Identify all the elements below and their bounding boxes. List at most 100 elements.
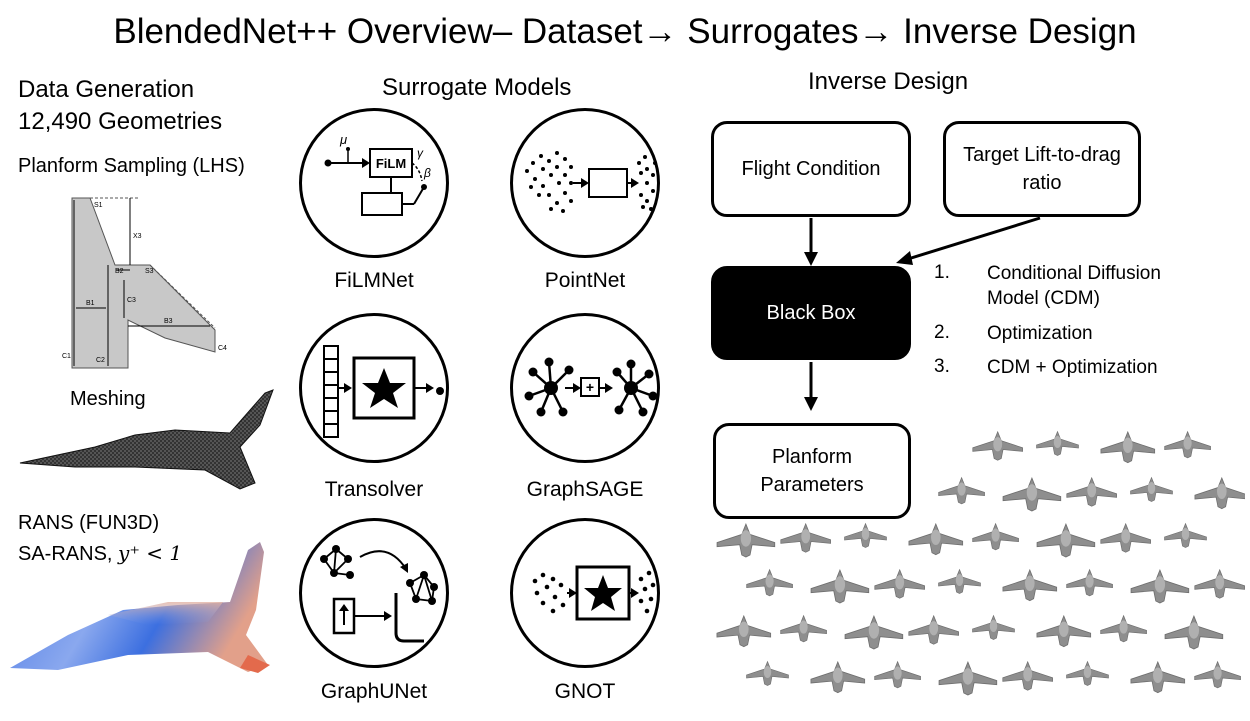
planform-label-b3: B3: [164, 318, 173, 325]
model-label-graphsage: GraphSAGE: [526, 478, 644, 501]
gnot-glyph: [532, 565, 656, 621]
transolver-token-stack: [323, 345, 339, 438]
generated-planform-29: [972, 615, 1015, 640]
generated-planform-39: [1130, 661, 1186, 694]
rans-label: RANS (FUN3D): [18, 512, 160, 534]
generated-planform-22: [1066, 569, 1113, 597]
film-block-label: FiLM: [376, 156, 406, 171]
model-label-pointnet: PointNet: [544, 269, 626, 292]
gnot-input-points: [532, 572, 566, 614]
planform-label-b2: B2: [115, 268, 124, 275]
target-lift-to-drag-box: Target Lift-to-drag ratio: [943, 121, 1141, 217]
generated-planform-36: [938, 661, 998, 696]
generated-planform-16: [1164, 523, 1207, 548]
film-gamma-symbol: γ: [417, 146, 424, 160]
generated-planform-35: [874, 661, 921, 689]
pointnet-input-cloud: [525, 151, 573, 213]
graphsage-glyph: +: [524, 357, 658, 417]
pointnet-diagram: [510, 108, 660, 258]
generated-planform-25: [716, 615, 772, 648]
generated-planform-5: [1002, 477, 1062, 512]
generated-planform-18: [810, 569, 870, 604]
generated-planform-32: [1164, 615, 1224, 650]
method-1-text: Conditional Diffusion Model (CDM): [987, 263, 1161, 309]
generated-planform-4: [938, 477, 985, 505]
generated-planform-12: [908, 523, 964, 556]
planform-sketch: S1 X3 B2 S3 B1 C3 B3 C4 C1 C2: [62, 197, 227, 369]
black-box: Black Box: [711, 266, 911, 360]
meshed-aircraft-image: [19, 389, 274, 490]
planform-label-x3: X3: [133, 233, 142, 240]
film-mu-symbol: μ: [339, 132, 347, 147]
generated-planform-34: [810, 661, 866, 694]
rans-field-aircraft-image: [10, 542, 270, 673]
model-label-transolver: Transolver: [324, 478, 424, 501]
graphunet-diagram: [299, 518, 449, 668]
transolver-diagram: [299, 313, 449, 463]
generated-planform-27: [844, 615, 904, 650]
model-label-graphunet: GraphUNet: [320, 680, 428, 703]
planform-parameters-box: Planform Parameters: [713, 423, 911, 519]
generated-planform-20: [938, 569, 981, 594]
y-plus-condition: y⁺ < 1: [118, 541, 183, 565]
arrow-blackbox-to-planform: [804, 397, 818, 411]
generated-planform-30: [1036, 615, 1092, 648]
model-label-filmnet: FiLMNet: [334, 269, 414, 292]
generated-planform-19: [874, 569, 926, 599]
planform-sampling-label: Planform Sampling (LHS): [18, 155, 245, 177]
inverse-design-heading: Inverse Design: [808, 68, 969, 95]
sa-rans-prefix: SA-RANS,: [18, 543, 119, 565]
generated-planform-28: [908, 615, 960, 645]
filmnet-glyph: μ FiLM γ β: [324, 132, 431, 216]
meshing-label: Meshing: [70, 388, 146, 410]
surrogate-models-heading: Surrogate Models: [382, 74, 572, 101]
generated-planform-9: [716, 523, 776, 558]
generated-planform-10: [780, 523, 832, 553]
geometry-count: 12,490 Geometries: [18, 108, 223, 135]
planform-label-s1: S1: [94, 202, 103, 209]
generated-planform-23: [1130, 569, 1190, 604]
data-generation-heading: Data Generation: [18, 76, 195, 103]
star-icon: [362, 368, 406, 408]
film-beta-symbol: β: [423, 166, 431, 180]
generated-planform-38: [1066, 661, 1109, 686]
sa-rans-label: SA-RANS, y⁺ < 1: [18, 541, 182, 566]
generated-planform-1: [1036, 431, 1079, 456]
generated-planform-40: [1194, 661, 1241, 689]
method-1-number: 1.: [934, 262, 950, 283]
generated-planform-13: [972, 523, 1019, 551]
generated-planform-11: [844, 523, 887, 548]
generated-planform-37: [1002, 661, 1054, 691]
svg-text:+: +: [586, 379, 594, 395]
planform-label-c4: C4: [218, 345, 227, 352]
generated-planform-3: [1164, 431, 1211, 459]
planform-label-c3: C3: [127, 297, 136, 304]
graphsage-diagram: +: [510, 313, 660, 463]
generated-planform-2: [1100, 431, 1156, 464]
arrow-target-to-blackbox: [896, 251, 913, 265]
pointnet-output-cloud: [637, 155, 657, 211]
graphunet-glyph: [320, 545, 438, 643]
method-3-number: 3.: [934, 356, 950, 377]
flow-arrows: [804, 216, 1041, 411]
generated-planform-26: [780, 615, 827, 643]
generated-planform-24: [1194, 569, 1245, 599]
arrow-flight-to-blackbox: [804, 252, 818, 266]
generated-designs-grid: [716, 431, 1245, 696]
generated-planform-33: [746, 661, 789, 686]
planform-label-b1: B1: [86, 300, 95, 307]
generated-planform-15: [1100, 523, 1152, 553]
method-3-text: CDM + Optimization: [987, 357, 1158, 378]
generated-planform-7: [1130, 477, 1173, 502]
planform-label-c2: C2: [96, 357, 105, 364]
generated-planform-14: [1036, 523, 1096, 558]
flight-condition-box: Flight Condition: [711, 121, 911, 217]
gnot-output-points: [638, 570, 656, 614]
generated-planform-31: [1100, 615, 1147, 643]
pointnet-glyph: [525, 151, 657, 213]
gnot-diagram: [510, 518, 660, 668]
planform-label-s3: S3: [145, 268, 154, 275]
transolver-glyph: [323, 345, 444, 438]
generated-planform-17: [746, 569, 793, 597]
method-2-number: 2.: [934, 322, 950, 343]
